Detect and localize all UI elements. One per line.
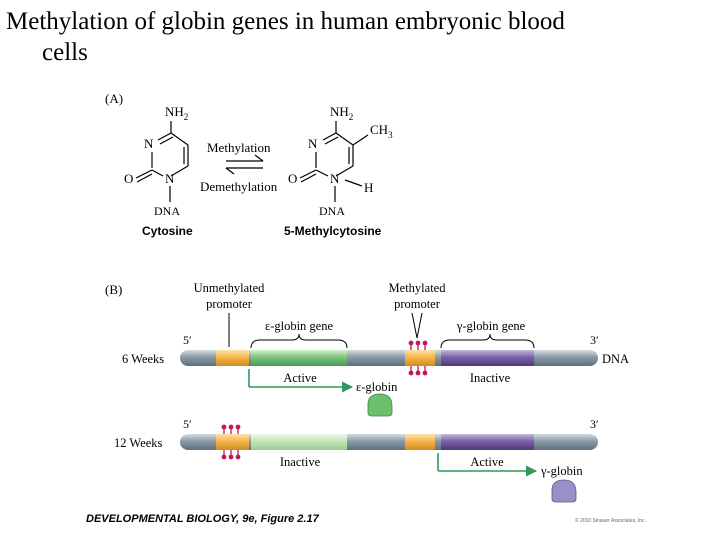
gamma-promoter-6wk-methyl-group bbox=[422, 370, 428, 376]
epsilon-promoter-12wk-methyl-group bbox=[221, 454, 227, 460]
cytosine-amine-sub: 2 bbox=[184, 112, 189, 122]
epsilon-gene-brace bbox=[250, 333, 348, 349]
epsilon-gene-label: ε-globin gene bbox=[265, 319, 334, 333]
cytosine-name: Cytosine bbox=[142, 224, 193, 238]
epsilon-status-12wk: Inactive bbox=[280, 455, 321, 469]
gamma-gene-12wk bbox=[441, 434, 534, 450]
copyright-notice: © 2010 Sinauer Associates, Inc. bbox=[575, 517, 646, 524]
dna-strand-12-weeks bbox=[180, 434, 598, 450]
methylated-promoter-line1: Methylated bbox=[389, 281, 447, 295]
gamma-gene-6wk bbox=[441, 350, 534, 366]
svg-text:NH2: NH2 bbox=[330, 104, 353, 122]
gamma-status-6wk: Inactive bbox=[470, 371, 511, 385]
svg-text:CH3: CH3 bbox=[370, 122, 393, 140]
epsilon-status-6wk: Active bbox=[283, 371, 317, 385]
gamma-globin-protein-icon bbox=[551, 479, 577, 503]
gamma-promoter-12wk bbox=[405, 434, 435, 450]
methylated-promoter-pointer bbox=[411, 312, 423, 339]
five-prime-12wk: 5′ bbox=[183, 417, 192, 431]
unmethylated-promoter-line1: Unmethylated bbox=[194, 281, 266, 295]
three-prime-12wk: 3′ bbox=[590, 417, 599, 431]
time-6-weeks: 6 Weeks bbox=[122, 352, 164, 366]
gamma-promoter-6wk bbox=[405, 350, 435, 366]
methylcytosine-name: 5-Methylcytosine bbox=[284, 224, 382, 238]
gamma-promoter-6wk-methyl-group bbox=[408, 340, 414, 346]
cytosine-structure: NH2 N O N DNA Cytosine bbox=[124, 104, 193, 238]
epsilon-promoter-12wk-methyl-group bbox=[221, 424, 227, 430]
methylcytosine-amine-sub: 2 bbox=[349, 112, 354, 122]
epsilon-globin-product: ε-globin bbox=[356, 380, 398, 394]
five-prime-6wk: 5′ bbox=[183, 333, 192, 347]
svg-text:NH2: NH2 bbox=[165, 104, 188, 122]
methylcytosine-amine: NH bbox=[330, 104, 349, 119]
epsilon-promoter-6wk bbox=[216, 350, 249, 366]
cytosine-oxygen: O bbox=[124, 171, 133, 186]
cytosine-dna: DNA bbox=[154, 204, 180, 218]
gamma-promoter-6wk-methyl-group bbox=[408, 370, 414, 376]
cytosine-amine: NH bbox=[165, 104, 184, 119]
methylcytosine-n-top: N bbox=[308, 136, 318, 151]
methylation-marks-12wk bbox=[221, 424, 241, 460]
methyl-group-sub: 3 bbox=[388, 130, 393, 140]
slide-title: Methylation of globin genes in human emb… bbox=[6, 6, 714, 68]
epsilon-promoter-12wk bbox=[216, 434, 249, 450]
dna-label: DNA bbox=[602, 352, 629, 366]
gamma-globin-product: γ-globin bbox=[540, 464, 583, 478]
three-prime-6wk: 3′ bbox=[590, 333, 599, 347]
epsilon-promoter-12wk-methyl-group bbox=[235, 424, 241, 430]
title-line-1: Methylation of globin genes in human emb… bbox=[6, 8, 565, 35]
epsilon-promoter-12wk-methyl-group bbox=[228, 454, 234, 460]
methylcytosine-structure: NH2 CH3 N O N H DNA 5-Methylcytosine bbox=[284, 104, 393, 238]
epsilon-gene-12wk bbox=[251, 434, 347, 450]
methylation-label: Methylation bbox=[207, 140, 271, 155]
methylcytosine-dna: DNA bbox=[319, 204, 345, 218]
gamma-promoter-6wk-methyl-group bbox=[415, 340, 421, 346]
cytosine-n-bottom: N bbox=[165, 171, 175, 186]
gamma-promoter-6wk-methyl-group bbox=[415, 370, 421, 376]
epsilon-promoter-12wk-methyl-group bbox=[228, 424, 234, 430]
panel-a-label: (A) bbox=[105, 91, 123, 106]
time-12-weeks: 12 Weeks bbox=[114, 436, 163, 450]
gamma-gene-label: γ-globin gene bbox=[456, 319, 526, 333]
gamma-gene-brace bbox=[440, 333, 535, 349]
methylcytosine-n-bottom: N bbox=[330, 171, 340, 186]
gamma-promoter-6wk-methyl-group bbox=[422, 340, 428, 346]
gamma-status-12wk: Active bbox=[470, 455, 504, 469]
epsilon-promoter-12wk-methyl-group bbox=[235, 454, 241, 460]
methyl-group: CH bbox=[370, 122, 388, 137]
methylated-promoter-line2: promoter bbox=[394, 297, 441, 311]
demethylation-label: Demethylation bbox=[200, 179, 278, 194]
title-line-2: cells bbox=[42, 39, 88, 66]
figure-caption: DEVELOPMENTAL BIOLOGY, 9e, Figure 2.17 bbox=[86, 513, 320, 525]
methylcytosine-hydrogen: H bbox=[364, 180, 373, 195]
methylcytosine-oxygen: O bbox=[288, 171, 297, 186]
epsilon-gene-6wk bbox=[251, 350, 347, 366]
cytosine-n-top: N bbox=[144, 136, 154, 151]
unmethylated-promoter-line2: promoter bbox=[206, 297, 253, 311]
epsilon-globin-protein-icon bbox=[367, 393, 393, 417]
reaction-arrows: Methylation Demethylation bbox=[200, 140, 278, 194]
dna-strand-6-weeks bbox=[180, 350, 598, 366]
methylation-marks-6wk bbox=[408, 340, 428, 376]
panel-b-label: (B) bbox=[105, 282, 122, 297]
